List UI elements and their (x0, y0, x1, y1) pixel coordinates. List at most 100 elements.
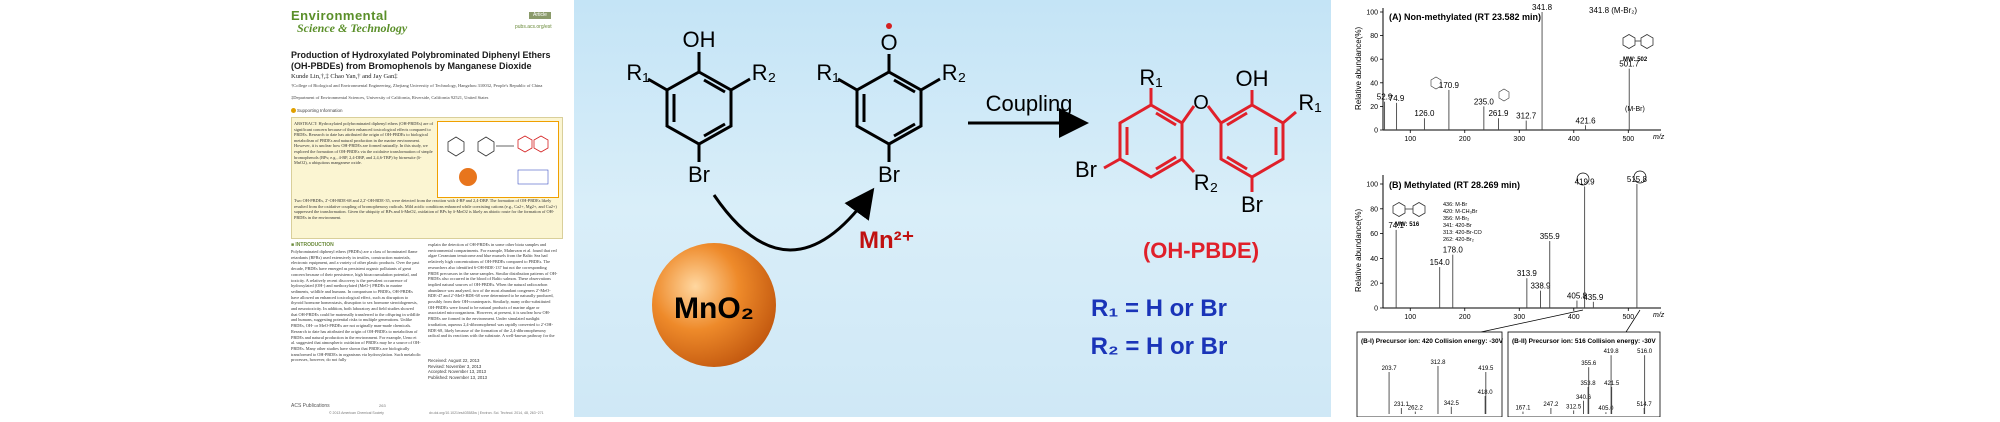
panel-a-mw: MW: 502 (1623, 57, 1648, 63)
mno2-label: MnO₂ (674, 292, 754, 325)
doi-line[interactable]: dx.doi.org/10.1021/es403583w | Environ. … (429, 411, 544, 415)
peak-label: 170.9 (1439, 81, 1460, 90)
peak-label: 341.8 (1532, 3, 1553, 12)
radical-dot (886, 23, 892, 29)
peak-label: 355.6 (1581, 361, 1597, 367)
intro-column-1: Polybrominated diphenyl ethers (PBDEs) a… (291, 249, 421, 363)
product-r-label: R₁ (1298, 90, 1321, 115)
product-br-bottom-label: Br (1241, 192, 1263, 217)
peak-label: 74.1 (1388, 221, 1404, 230)
bromophenol-structure: OH R₁ R₂ Br (626, 27, 776, 187)
y-tick-label: 0 (1374, 128, 1378, 135)
y-tick-label: 100 (1366, 10, 1378, 17)
peak-label: 515.8 (1627, 175, 1648, 184)
supporting-info-link[interactable]: Supporting Information (297, 108, 343, 113)
fragment-3: 356: M-Br₂ (1443, 216, 1469, 222)
reaction-scheme-panel: OH R₁ R₂ Br O R₁ R₂ Br Coupling (574, 0, 1331, 417)
peak-label: 154.0 (1430, 258, 1451, 267)
y-tick-label: 20 (1370, 104, 1378, 111)
x-tick-label: 500 (1622, 314, 1634, 321)
journal-logo: Environmental Science & Technology (291, 8, 441, 46)
publication-history: Received: August 22, 2013 Revised: Novem… (428, 358, 558, 381)
x-tick-label: 500 (1622, 136, 1634, 143)
peak-label: 405.0 (1598, 406, 1614, 412)
x-tick-label: 200 (1459, 314, 1471, 321)
oh-pbde-label: (OH-PBDE) (1143, 238, 1259, 263)
peak-label: 262.2 (1408, 406, 1424, 412)
mn2-label: Mn²⁺ (859, 227, 914, 254)
radical-r2-label: R₂ (942, 60, 966, 85)
panel-b2: (B-II) Precursor ion: 516 Collision ener… (1507, 331, 1661, 418)
mno2-sphere (652, 243, 776, 367)
thumb-product (517, 135, 549, 153)
panel-b: (B) Methylated (RT 28.269 min) m/z Relat… (1354, 170, 1665, 333)
y-tick-label: 20 (1370, 281, 1378, 288)
x-tick-label: 200 (1459, 136, 1471, 143)
abstract-text-continued: Two OH-PBDEs, 2′-OH-BDE-68 and 2,2′-OH-B… (294, 198, 557, 220)
published-date: Published: November 13, 2013 (428, 375, 488, 381)
y-tick-label: 40 (1370, 80, 1378, 87)
paper-first-page: Environmental Science & Technology Artic… (289, 0, 563, 417)
peak-label: 261.9 (1488, 109, 1509, 118)
peak-label: 516.0 (1637, 349, 1653, 355)
oh-pbde-structure (1103, 88, 1297, 192)
fragment-2: 420: M-CH₃Br (1443, 209, 1477, 215)
y-tick-label: 80 (1370, 206, 1378, 213)
peak-label: 338.9 (1530, 282, 1551, 291)
thumb-ring-1 (447, 136, 465, 157)
x-tick-label: 400 (1568, 314, 1580, 321)
callout-420-line (1480, 309, 1584, 333)
section-heading-introduction: ■ INTRODUCTION (291, 242, 334, 248)
oxidation-arrow (712, 187, 875, 252)
journal-name-line1: Environmental (291, 8, 388, 23)
peak-label: 419.8 (1604, 349, 1620, 355)
mass-spectra-figure: (A) Non-methylated (RT 23.582 min) 341.8… (1354, 3, 1665, 418)
x-tick-label: 100 (1404, 136, 1416, 143)
copyright-line: © 2013 American Chemical Society (329, 411, 384, 415)
callout-516-circle (1633, 170, 1647, 184)
thumb-ring-2 (477, 136, 495, 157)
ether-o-label: O (1193, 92, 1209, 114)
panel-a-annotation-m-br2: 341.8 (M-Br₂) (1589, 6, 1637, 15)
peak-label: 501.7 (1619, 60, 1640, 69)
peak-label: 235.0 (1474, 97, 1495, 106)
affiliation-2: ‡Department of Environmental Sciences, U… (291, 95, 489, 100)
intro-column-2: explain the detection of OH-PBDEs in som… (428, 242, 558, 339)
panel-a-xunit: m/z (1653, 134, 1665, 141)
peak-label: 405.8 (1567, 292, 1588, 301)
supporting-info-icon (291, 108, 296, 113)
journal-link[interactable]: pubs.acs.org/est (515, 24, 552, 30)
panel-b1: (B-I) Precursor ion: 420 Collision energ… (1356, 331, 1504, 418)
panel-b-xunit: m/z (1653, 312, 1665, 319)
peak-label: 312.7 (1516, 112, 1537, 121)
bp-r2-label: R₂ (752, 60, 776, 85)
page-number: 263 (379, 403, 386, 408)
x-tick-label: 100 (1404, 314, 1416, 321)
phenoxy-radical-structure: O R₁ R₂ Br (816, 23, 966, 187)
peak-label: 52.9 (1377, 93, 1393, 102)
peak-label: 126.0 (1414, 109, 1435, 118)
affiliation-1: †College of Biological and Environmental… (291, 83, 543, 88)
article-type-badge: Article (529, 12, 551, 19)
product-br-left-label: Br (1075, 157, 1097, 182)
peak-label: 178.0 (1443, 246, 1464, 255)
panel-a-ylabel: Relative abundance(%) (1354, 27, 1363, 110)
peak-label: 247.2 (1543, 402, 1559, 408)
thumb-legend (517, 169, 549, 185)
panel-a-annotation-m-br: (M-Br) (1625, 106, 1645, 113)
peak-label: 313.9 (1517, 269, 1538, 278)
peak-label: 342.5 (1444, 401, 1460, 407)
thumb-sphere (459, 168, 477, 186)
r1-definition: R₁ = H or Br (1091, 295, 1227, 322)
fragment-6: 262: 420-Br₂ (1443, 237, 1474, 243)
y-tick-label: 40 (1370, 256, 1378, 263)
panel-b-mw: MW: 516 (1395, 222, 1420, 228)
bp-r1-label: R₁ (626, 60, 649, 85)
peak-label: 419.9 (1575, 177, 1596, 186)
product-r2-label: R₂ (1194, 170, 1218, 195)
peak-label: 74.9 (1389, 94, 1405, 103)
abstract-text: ABSTRACT: Hydroxylated polybrominated di… (294, 121, 434, 166)
y-tick-label: 100 (1366, 182, 1378, 189)
